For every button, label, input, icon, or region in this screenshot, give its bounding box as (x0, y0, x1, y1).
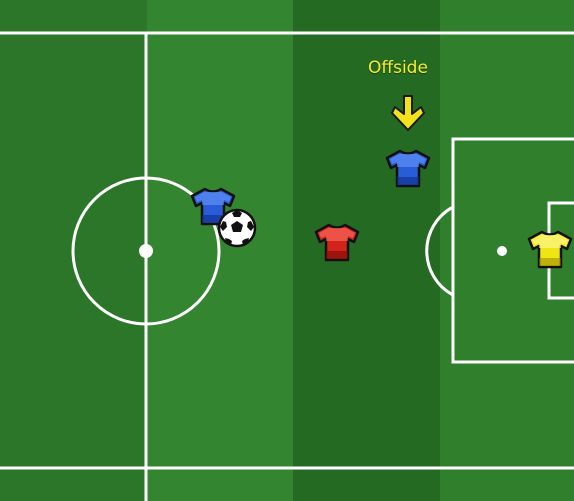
player-red-defender[interactable] (314, 223, 360, 263)
penalty-spot (497, 246, 507, 256)
shirt-icon (529, 232, 571, 267)
shirt-icon (316, 225, 358, 260)
player-yellow-goalkeeper[interactable] (527, 230, 573, 270)
soccer-ball-icon[interactable] (216, 207, 258, 249)
offside-label: Offside (368, 58, 428, 78)
shirt-icon (387, 151, 429, 186)
penalty-arc (427, 207, 453, 295)
down-arrow-icon (390, 94, 426, 134)
center-spot (139, 244, 153, 258)
player-blue-offside[interactable] (385, 149, 431, 189)
